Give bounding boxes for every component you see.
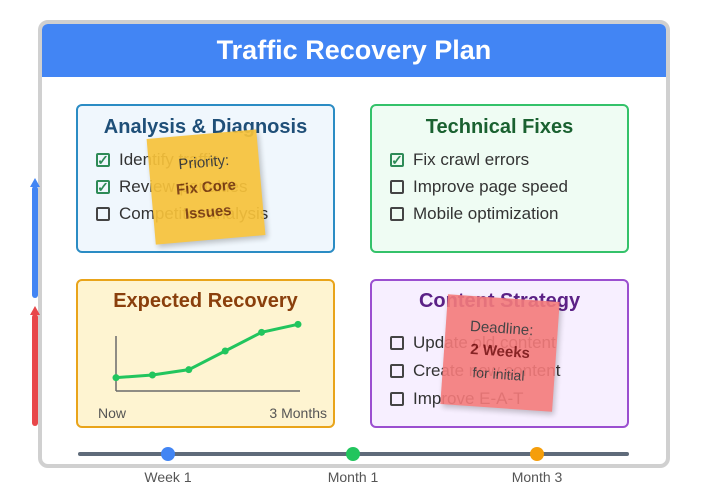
recovery-card: Expected Recovery Now 3 Months bbox=[76, 279, 335, 428]
timeline-label-month3: Month 3 bbox=[511, 469, 563, 485]
recovery-data-point bbox=[221, 347, 229, 355]
checkbox-checked-icon[interactable]: ✓ bbox=[390, 152, 404, 168]
priority-note-heading: Priority: bbox=[177, 151, 230, 174]
deadline-sticky-note[interactable]: Deadline: 2 Weeks for initial bbox=[440, 294, 560, 412]
timeline-label-week1: Week 1 bbox=[144, 469, 192, 485]
red-progress-bar bbox=[32, 314, 38, 426]
blue-arrow-up-icon bbox=[30, 178, 40, 187]
task-label: Improve page speed bbox=[413, 177, 568, 196]
checkbox-icon[interactable] bbox=[390, 364, 404, 378]
deadline-note-line3: for initial bbox=[471, 364, 526, 384]
technical-task-3[interactable]: Mobile optimization bbox=[390, 204, 559, 224]
checkbox-icon[interactable] bbox=[390, 392, 404, 406]
deadline-note-heading: Deadline: bbox=[469, 317, 534, 340]
checkbox-checked-icon[interactable]: ✓ bbox=[96, 152, 110, 168]
recovery-data-point bbox=[185, 366, 193, 374]
checkbox-icon[interactable] bbox=[390, 207, 404, 221]
priority-note-line2: Fix Core bbox=[175, 176, 237, 199]
recovery-data-point bbox=[294, 320, 302, 328]
technical-task-1[interactable]: ✓ Fix crawl errors bbox=[390, 150, 529, 170]
timeline-label-month1: Month 1 bbox=[327, 469, 379, 485]
recovery-title: Expected Recovery bbox=[113, 290, 298, 312]
recovery-data-point bbox=[258, 328, 266, 336]
deadline-note-line2: 2 Weeks bbox=[469, 340, 531, 363]
timeline-dot-month3[interactable] bbox=[530, 447, 544, 461]
blue-progress-bar bbox=[32, 186, 38, 298]
task-label: Fix crawl errors bbox=[413, 150, 530, 169]
recovery-chart bbox=[112, 320, 302, 392]
recovery-data-point bbox=[112, 374, 120, 382]
x-start-label: Now bbox=[98, 405, 127, 421]
x-end-label: 3 Months bbox=[269, 405, 327, 421]
task-label: Mobile optimization bbox=[413, 204, 559, 223]
recovery-series-line bbox=[115, 322, 299, 380]
red-arrow-up-icon bbox=[30, 306, 40, 315]
technical-task-2[interactable]: Improve page speed bbox=[390, 177, 568, 197]
page-title: Traffic Recovery Plan bbox=[42, 24, 666, 77]
recovery-data-point bbox=[148, 371, 156, 379]
checkbox-icon[interactable] bbox=[390, 180, 404, 194]
timeline-dot-week1[interactable] bbox=[161, 447, 175, 461]
technical-card: Technical Fixes ✓ Fix crawl errors Impro… bbox=[370, 104, 629, 253]
checkbox-icon[interactable] bbox=[96, 207, 110, 221]
priority-sticky-note[interactable]: Priority: Fix Core Issues bbox=[146, 129, 266, 245]
timeline-dot-month1[interactable] bbox=[346, 447, 360, 461]
checkbox-checked-icon[interactable]: ✓ bbox=[96, 179, 110, 195]
checkbox-icon[interactable] bbox=[390, 336, 404, 350]
priority-note-line3: Issues bbox=[184, 201, 233, 223]
technical-title: Technical Fixes bbox=[425, 116, 574, 138]
